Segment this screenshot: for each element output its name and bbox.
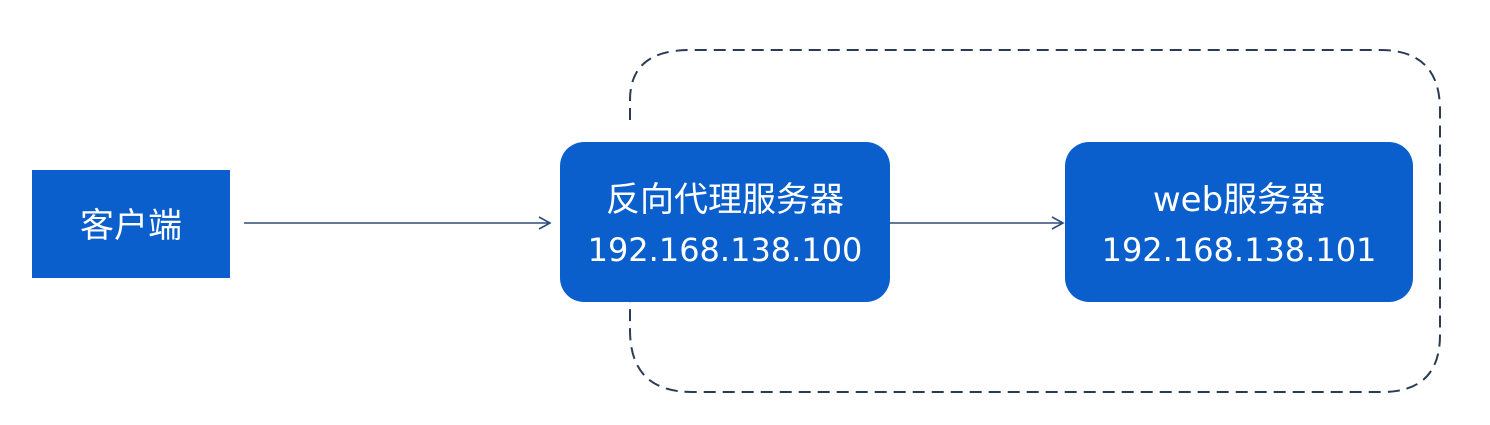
web-box bbox=[1065, 142, 1413, 302]
client-label: 客户端 bbox=[80, 206, 182, 246]
server-group-boundary bbox=[629, 49, 1441, 393]
proxy-ip: 192.168.138.100 bbox=[588, 231, 863, 269]
client-box bbox=[32, 170, 230, 278]
proxy-node: 反向代理服务器 192.168.138.100 bbox=[560, 142, 890, 302]
proxy-label: 反向代理服务器 bbox=[606, 180, 844, 220]
web-ip: 192.168.138.101 bbox=[1102, 231, 1377, 269]
proxy-box bbox=[560, 142, 890, 302]
web-label: web服务器 bbox=[1153, 180, 1325, 220]
web-node: web服务器 192.168.138.101 bbox=[1065, 142, 1413, 302]
client-node: 客户端 bbox=[32, 170, 230, 278]
